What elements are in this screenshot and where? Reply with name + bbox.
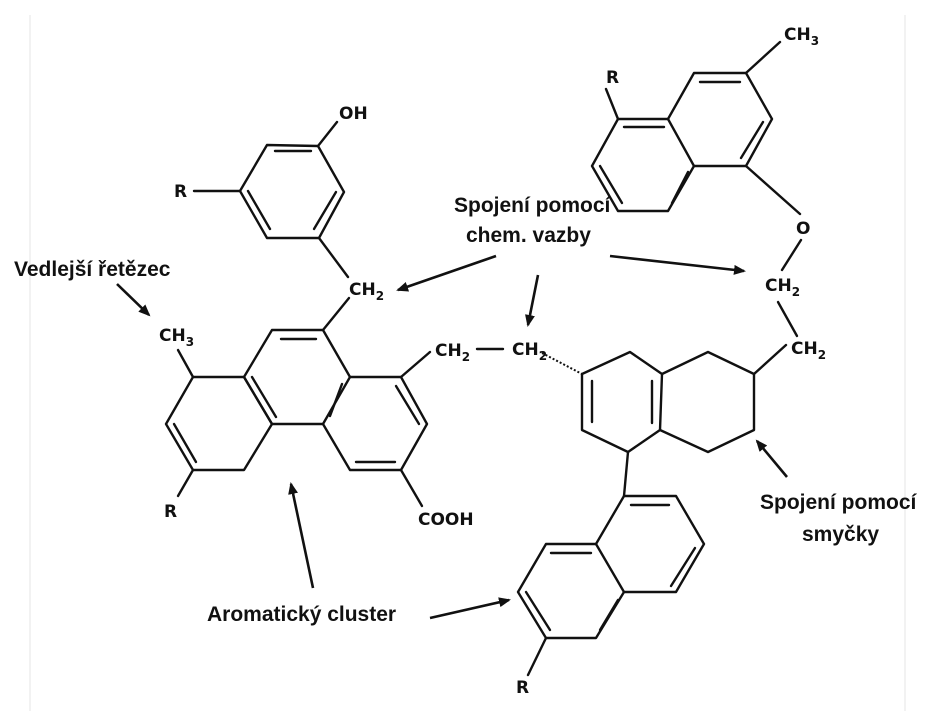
methyl-label-top-right: CH3 xyxy=(784,25,819,48)
methyl-label-left: CH3 xyxy=(159,326,194,349)
hashed-bond xyxy=(541,352,583,375)
ether-bond xyxy=(780,238,803,272)
arrow-side-chain xyxy=(116,283,151,317)
arrow-loop xyxy=(755,439,788,478)
r-group-bottom-naphthalene: R xyxy=(516,678,529,698)
methylene-label-right-lower: CH2 xyxy=(791,339,826,362)
arrow-chem-bond-center xyxy=(525,274,540,327)
arrow-chem-bond-left xyxy=(396,254,497,292)
methylene-label-right-upper: CH2 xyxy=(765,276,800,299)
callout-loop-line1: Spojení pomocí xyxy=(760,491,918,514)
carboxyl-label: COOH xyxy=(418,510,474,530)
phenanthrene-ring xyxy=(164,296,432,508)
phenol-ring xyxy=(192,120,350,279)
top-naphthalene-ring xyxy=(590,40,802,216)
callout-chem-bond-line2: chem. vazby xyxy=(466,224,591,247)
callout-aromatic-cluster: Aromatický cluster xyxy=(207,603,396,626)
callout-loop-line2: smyčky xyxy=(802,523,879,546)
r-group-phenol: R xyxy=(174,182,187,202)
callout-side-chain: Vedlejší řetězec xyxy=(14,258,171,281)
bottom-naphthalene-ring xyxy=(516,494,706,677)
r-group-phenanthrene: R xyxy=(164,502,177,522)
callout-chem-bond-line1: Spojení pomocí xyxy=(454,194,612,217)
hydroxyl-label: OH xyxy=(339,104,368,124)
methylene-label-bridge-left: CH2 xyxy=(435,341,470,364)
methylene-label-bridge-right: CH2 xyxy=(512,340,547,363)
arrow-aromatic-cluster-up xyxy=(288,482,315,589)
tetralin-ring xyxy=(580,343,788,498)
r-group-top-naphthalene: R xyxy=(606,68,619,88)
arrow-aromatic-cluster-right xyxy=(429,597,511,620)
chain-bond xyxy=(776,300,799,338)
oxygen-label: O xyxy=(796,219,810,239)
arrow-chem-bond-right xyxy=(609,254,746,275)
methylene-label-top: CH2 xyxy=(349,280,384,303)
